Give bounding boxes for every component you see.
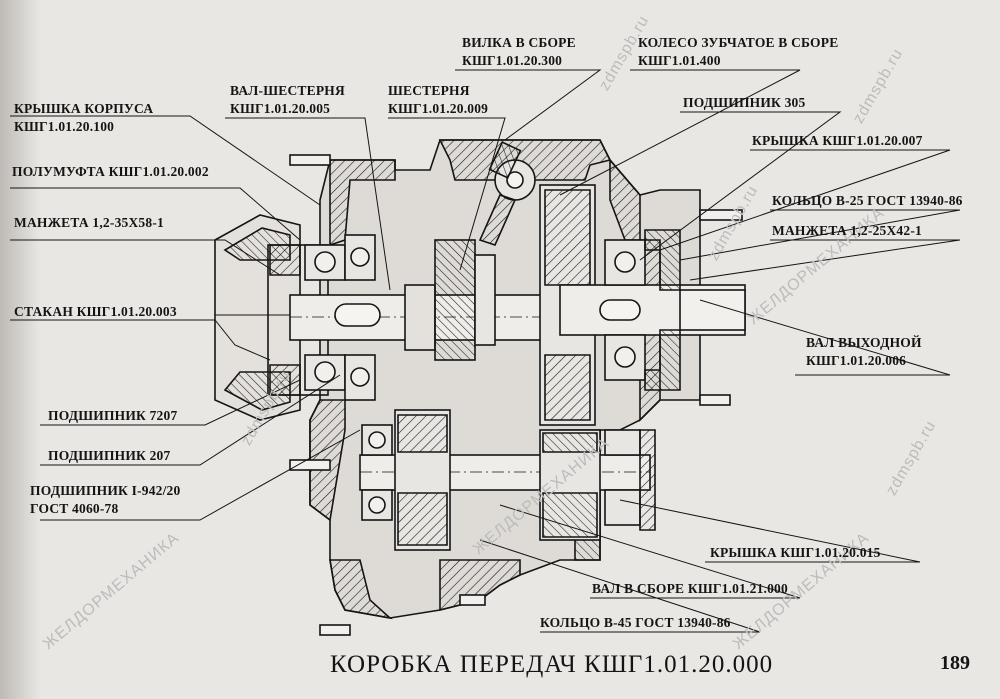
label-val-shesternya: ВАЛ-ШЕСТЕРНЯ КШГ1.01.20.005	[230, 83, 345, 116]
label-koleso: КОЛЕСО ЗУБЧАТОЕ В СБОРЕ КШГ1.01.400	[638, 35, 839, 68]
label-podshipnik-7207: ПОДШИПНИК 7207	[48, 408, 178, 423]
label-manzheta-left: МАНЖЕТА 1,2-35Х58-1	[14, 215, 164, 230]
label-val-vykhodnoy: ВАЛ ВЫХОДНОЙ КШГ1.01.20.006	[806, 335, 922, 368]
label-shesternya: ШЕСТЕРНЯ КШГ1.01.20.009	[388, 83, 489, 116]
page-number: 189	[940, 652, 970, 674]
label-manzheta-right: МАНЖЕТА 1,2-25Х42-1	[772, 223, 922, 238]
label-stakan: СТАКАН КШГ1.01.20.003	[14, 304, 177, 319]
label-polumufta: ПОЛУМУФТА КШГ1.01.20.002	[12, 164, 209, 179]
label-podshipnik-942: ПОДШИПНИК I-942/20 ГОСТ 4060-78	[30, 483, 181, 516]
label-kryshka-015: КРЫШКА КШГ1.01.20.015	[710, 545, 881, 560]
label-kryshka-007: КРЫШКА КШГ1.01.20.007	[752, 133, 923, 148]
label-podshipnik-305: ПОДШИПНИК 305	[683, 95, 806, 110]
label-podshipnik-207: ПОДШИПНИК 207	[48, 448, 171, 463]
label-koltso-45: КОЛЬЦО В-45 ГОСТ 13940-86	[540, 615, 731, 630]
label-vilka: ВИЛКА В СБОРЕ КШГ1.01.20.300	[462, 35, 576, 68]
label-val-v-sbore: ВАЛ В СБОРЕ КШГ1.01.21.000	[592, 581, 788, 596]
label-kryshka-korpusa: КРЫШКА КОРПУСА КШГ1.01.20.100	[14, 101, 154, 134]
drawing-title: КОРОБКА ПЕРЕДАЧ КШГ1.01.20.000	[330, 651, 774, 678]
label-koltso-25: КОЛЬЦО В-25 ГОСТ 13940-86	[772, 193, 963, 208]
